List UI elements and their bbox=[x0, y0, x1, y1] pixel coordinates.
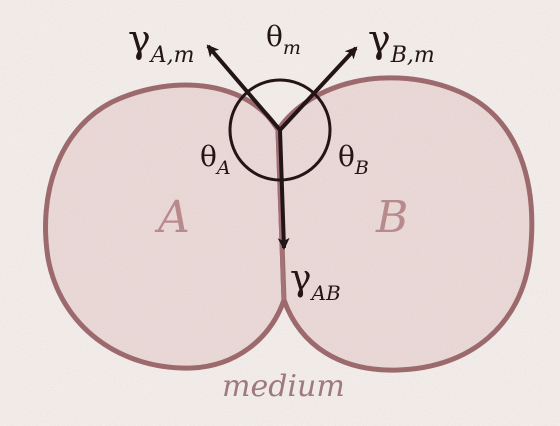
cell-b-label: B bbox=[375, 192, 408, 243]
gamma-ab-vector bbox=[277, 129, 290, 250]
cell-a-label: A bbox=[154, 192, 190, 243]
gamma-ab-label: γAB bbox=[290, 258, 341, 305]
gamma-am-vector bbox=[206, 44, 282, 132]
theta-b-label: θB bbox=[338, 140, 369, 179]
gamma-bm-vector bbox=[278, 46, 358, 132]
theta-a-label: θA bbox=[200, 140, 231, 179]
gamma-bm-label: γB,m bbox=[368, 17, 435, 68]
cell-b-outline bbox=[276, 75, 534, 373]
gamma-am-label: γA,m bbox=[128, 17, 194, 68]
cell-a-outline bbox=[43, 83, 286, 371]
theta-m-label: θm bbox=[266, 20, 301, 59]
medium-label: medium bbox=[222, 369, 345, 404]
